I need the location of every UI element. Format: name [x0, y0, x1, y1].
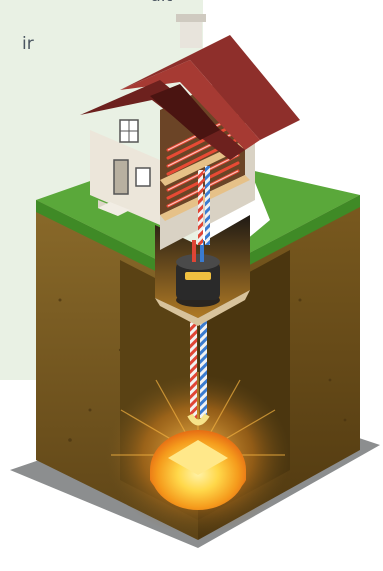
geothermal-house-illustration	[0, 0, 383, 571]
